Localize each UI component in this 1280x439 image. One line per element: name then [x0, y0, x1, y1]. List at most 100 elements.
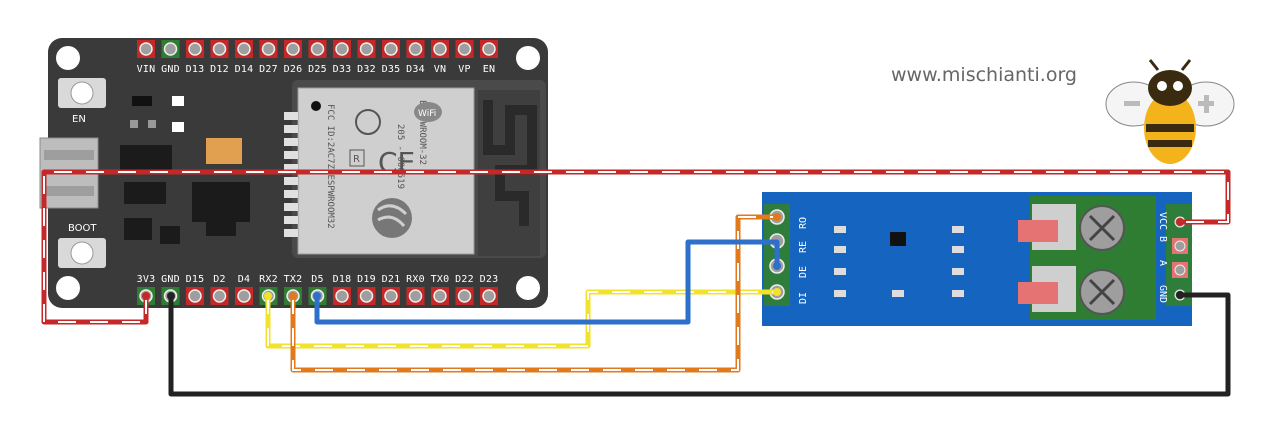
pin-label: VP: [458, 64, 470, 75]
wifi-logo-icon: WiFi: [414, 102, 442, 122]
smd-component: [148, 120, 156, 128]
rs485-pin-a[interactable]: [1172, 262, 1188, 278]
rs485-pin-b[interactable]: [1172, 238, 1188, 254]
pin-label: D23: [480, 274, 499, 285]
pin-label: RX2: [259, 274, 278, 285]
en-button[interactable]: [58, 78, 106, 108]
pin-bottom-d22[interactable]: [455, 287, 474, 305]
module-pad: [284, 151, 298, 159]
pin-bottom-tx0[interactable]: [431, 287, 449, 305]
wire-rx2-ro: [289, 213, 781, 373]
max485-chip: [890, 232, 906, 246]
wires: [41, 169, 1231, 397]
bee-logo-icon: [1105, 59, 1235, 164]
pin-label: VN: [434, 64, 446, 75]
pin-bottom-d18[interactable]: [333, 287, 351, 305]
pin-top-d34[interactable]: [406, 40, 425, 58]
pin-bottom-rx0[interactable]: [406, 287, 425, 305]
rs485-pin-label: RO: [798, 217, 809, 229]
pin-bottom-d23[interactable]: [480, 287, 498, 305]
pin-bottom-d4[interactable]: [235, 287, 253, 305]
wire-gnd: [167, 291, 1231, 397]
boot-button[interactable]: [58, 238, 106, 268]
pin-label: EN: [483, 64, 495, 75]
usb-connector-detail: [44, 186, 94, 196]
pin-label: 3V3: [137, 274, 156, 285]
rs485-pin-label: DE: [798, 266, 809, 278]
pin-top-d33[interactable]: [333, 40, 351, 58]
pin-top-d26[interactable]: [284, 40, 302, 58]
mount-hole: [56, 46, 80, 70]
voltage-regulator-tab: [206, 222, 236, 236]
pin-label: GND: [161, 64, 180, 75]
wire-3v3-vcc: [41, 169, 1231, 325]
pin-top-d32[interactable]: [357, 40, 376, 58]
pcb-antenna-trace: [483, 100, 537, 226]
fcc-logo-icon: [355, 109, 381, 135]
svg-text:WiFi: WiFi: [418, 109, 436, 119]
pin-label: D2: [213, 274, 225, 285]
pin-top-vn[interactable]: [431, 40, 449, 58]
module-pad: [284, 216, 298, 224]
usb-uart-chip: [120, 145, 172, 173]
smd-chip: [124, 218, 152, 240]
pin-bottom-d21[interactable]: [382, 287, 400, 305]
pin-top-d27[interactable]: [259, 40, 278, 58]
terminal-wire-entry: [1018, 220, 1058, 242]
rs485-pin-label: GND: [1157, 285, 1168, 303]
pin-label: RX0: [406, 274, 425, 285]
pin-top-d25[interactable]: [308, 40, 327, 58]
terminal-screw-icon[interactable]: [1079, 269, 1125, 315]
pin-label: TX0: [431, 274, 450, 285]
pin-bottom-d19[interactable]: [357, 287, 376, 305]
pin-label: TX2: [284, 274, 303, 285]
pin-bottom-d2[interactable]: [210, 287, 229, 305]
module-pads: [284, 112, 298, 237]
module-pad: [284, 177, 298, 185]
rs485-pin-label: A: [1157, 260, 1168, 266]
mount-hole: [56, 276, 80, 300]
pin-label: D21: [382, 274, 401, 285]
rs485-pin-label: DI: [798, 292, 809, 304]
pin-label: D14: [235, 64, 254, 75]
pin1-marker: [311, 101, 321, 111]
pin-top-d14[interactable]: [235, 40, 253, 58]
boot-button-label: BOOT: [68, 223, 97, 234]
wire-tx2-di: [264, 288, 781, 349]
pin-top-vp[interactable]: [455, 40, 474, 58]
module-pad: [284, 138, 298, 146]
pin-top-vin[interactable]: [137, 40, 155, 58]
smd-chip: [124, 182, 166, 204]
terminal-wire-entry: [1018, 282, 1058, 304]
pin-label: D35: [382, 64, 401, 75]
voltage-regulator: [192, 182, 250, 222]
r-mark-box: [349, 149, 365, 167]
pin-bottom-d15[interactable]: [186, 287, 204, 305]
module-code: 205 - 000519: [395, 124, 405, 189]
smd-chip: [160, 226, 180, 244]
smd-component: [172, 96, 184, 106]
module-pad: [284, 164, 298, 172]
usb-connector-detail: [44, 150, 94, 160]
module-pad: [284, 112, 298, 120]
pin-label: VIN: [137, 64, 156, 75]
smd-component: [132, 96, 152, 106]
pin-top-d35[interactable]: [382, 40, 400, 58]
smd-component: [130, 120, 138, 128]
pin-label: D33: [333, 64, 352, 75]
pin-top-d12[interactable]: [210, 40, 229, 58]
en-button-label: EN: [72, 114, 86, 125]
pin-label: D12: [210, 64, 229, 75]
pin-label: D4: [238, 274, 250, 285]
terminal-screw-icon[interactable]: [1079, 205, 1125, 251]
pin-label: D25: [308, 64, 327, 75]
rs485-pin-label: VCC: [1157, 212, 1168, 230]
smd-component: [172, 122, 184, 132]
pin-top-en[interactable]: [480, 40, 498, 58]
pin-top-gnd[interactable]: [161, 40, 180, 58]
module-fcc-id: FCC ID:2AC7Z-ESPWROOM32: [325, 104, 335, 229]
pin-top-d13[interactable]: [186, 40, 204, 58]
